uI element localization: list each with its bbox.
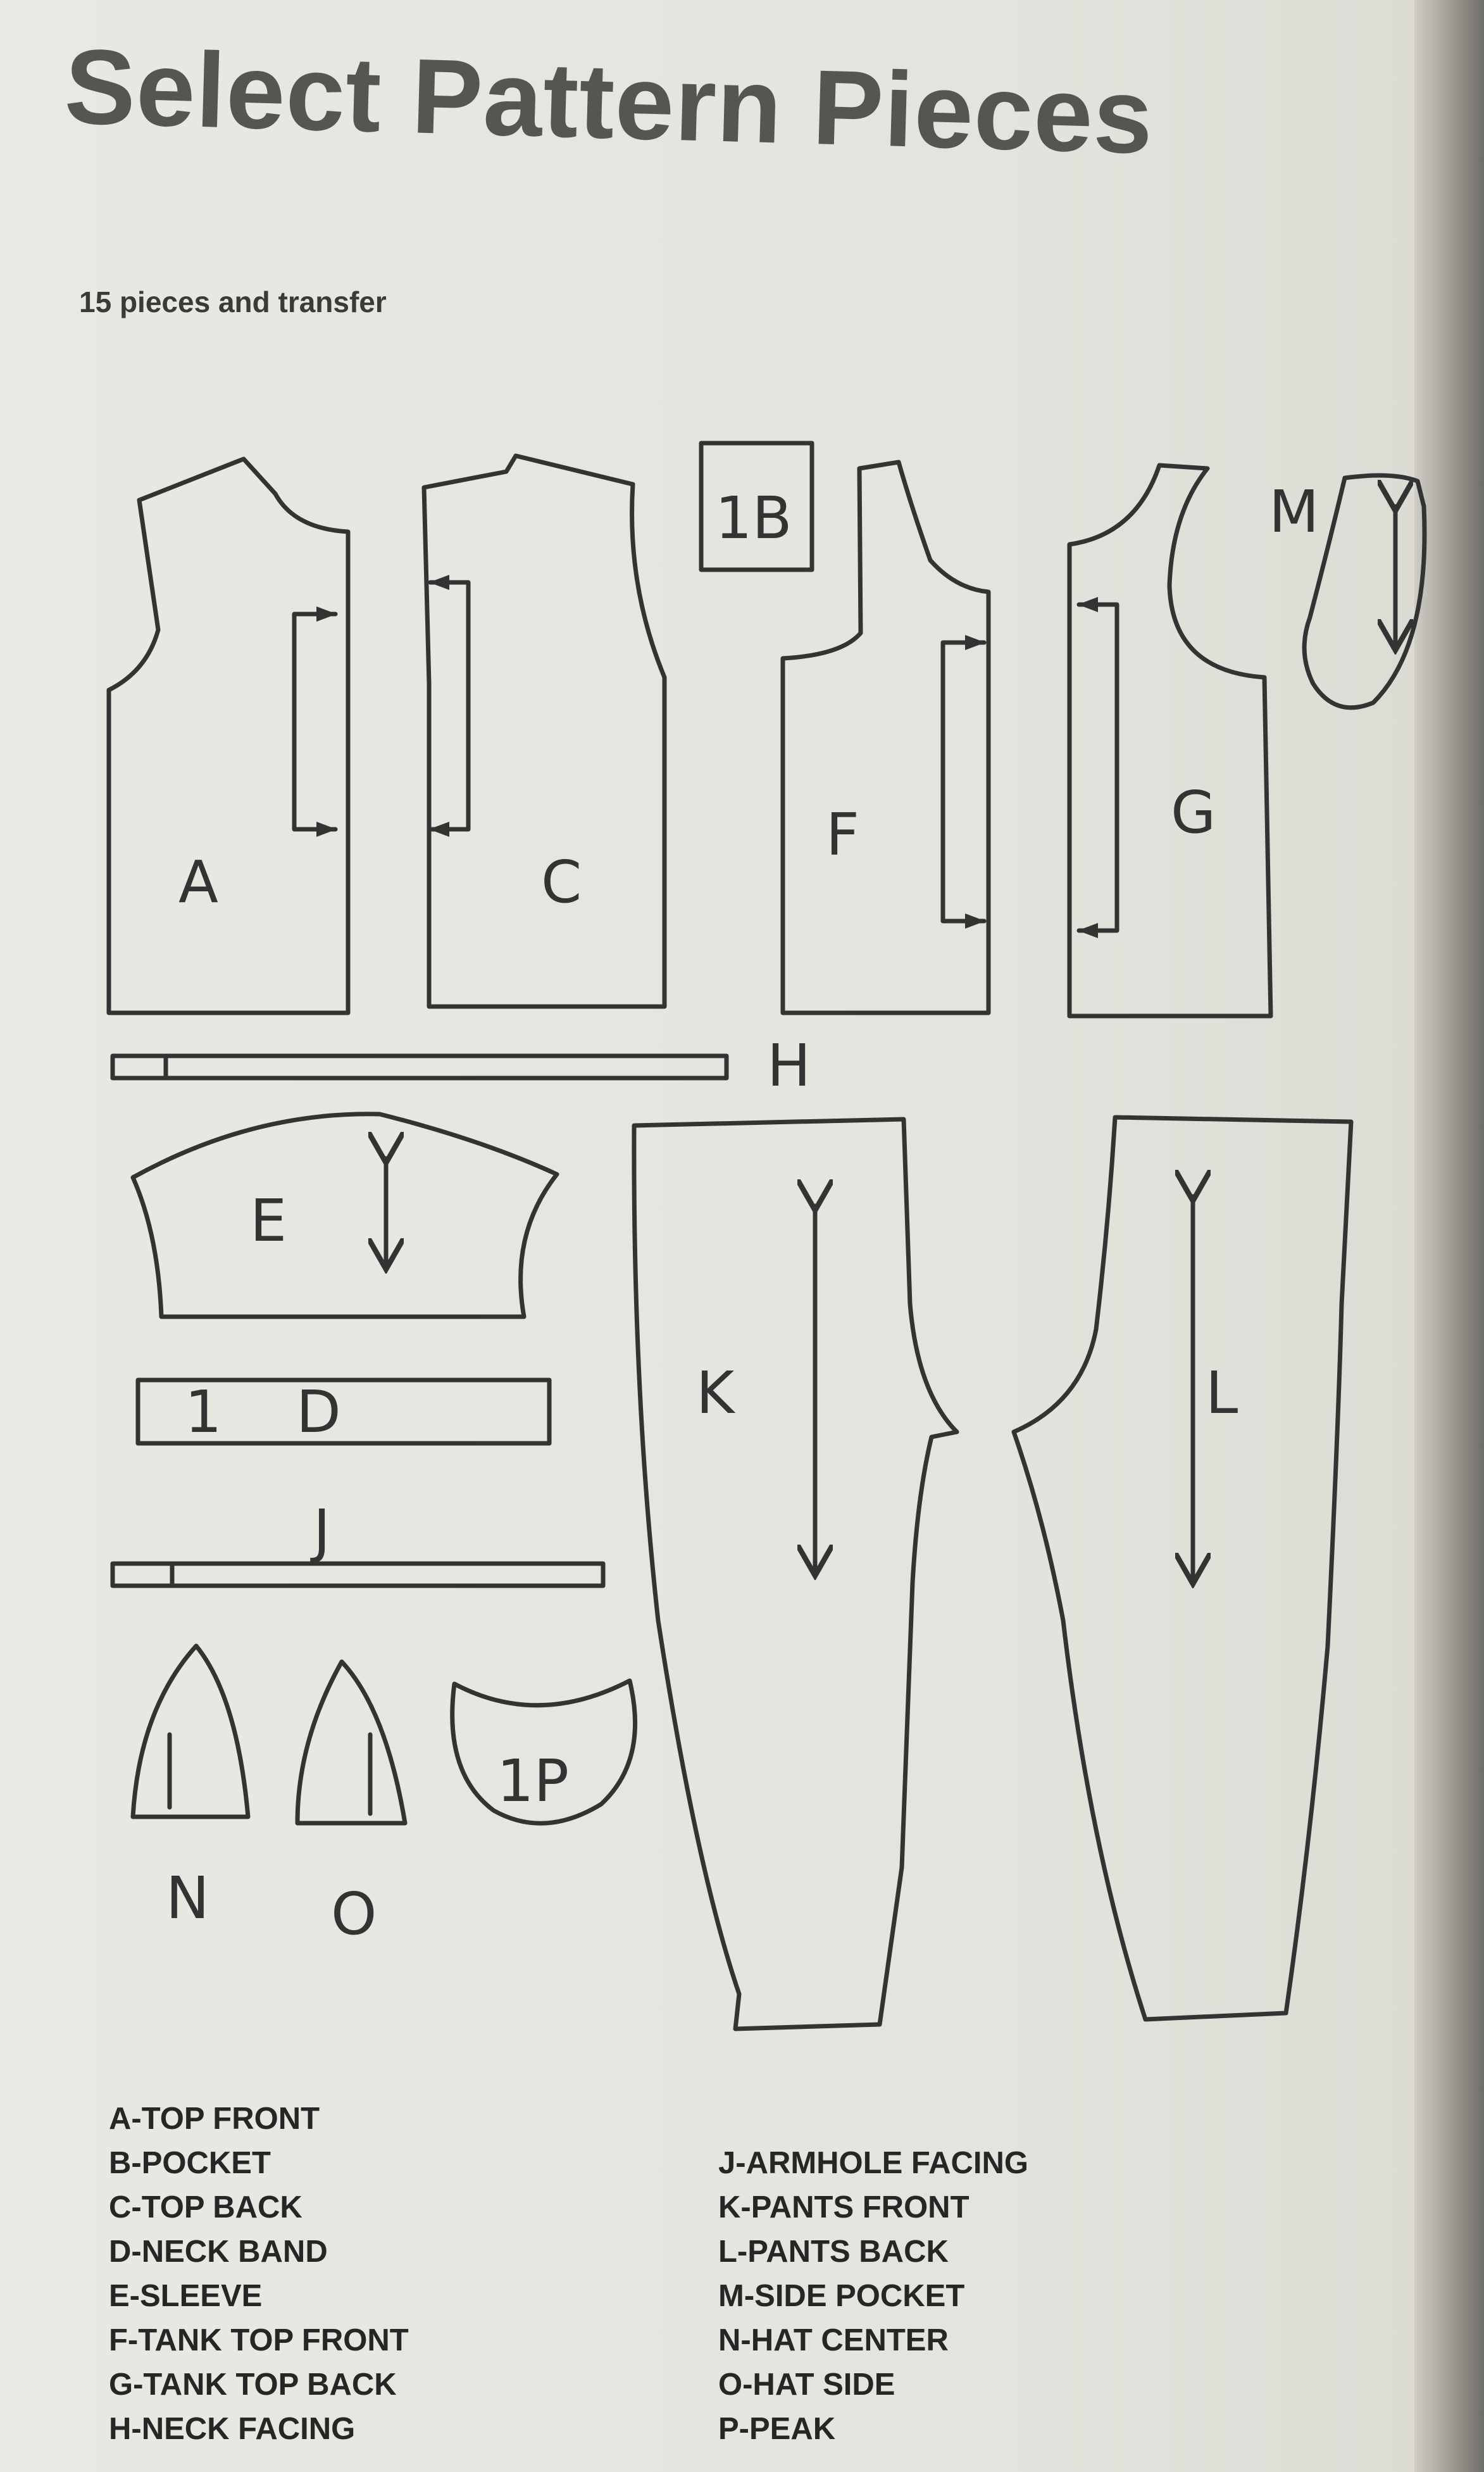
piece-n-hat-center: N (130, 1643, 251, 1932)
legend-item: O-HAT SIDE (718, 2368, 895, 2402)
legend-item: M-SIDE POCKET (718, 2279, 965, 2313)
piece-e-sleeve: E (130, 1112, 559, 1319)
piece-label-b: 1B (715, 484, 792, 552)
piece-label-j: J (310, 1497, 330, 1565)
legend-item: D-NECK BAND (109, 2235, 328, 2269)
piece-p-peak: 1P (450, 1678, 638, 1826)
piece-label-a: A (178, 848, 218, 916)
piece-label-o: O (331, 1880, 377, 1948)
legend-item: C-TOP BACK (109, 2190, 302, 2224)
piece-label-m: M (1269, 478, 1319, 546)
legend-item: P-PEAK (718, 2412, 836, 2446)
piece-label-h: H (767, 1032, 811, 1100)
piece-label-e: E (250, 1187, 287, 1255)
legend-item: J-ARMHOLE FACING (718, 2146, 1028, 2180)
legend-item: G-TANK TOP BACK (109, 2368, 397, 2402)
piece-label-g: G (1171, 779, 1216, 846)
legend-item: K-PANTS FRONT (718, 2190, 970, 2224)
legend-left-column: A-TOP FRONT B-POCKET C-TOP BACK D-NECK B… (109, 2097, 409, 2451)
piece-d-neck-band: 1 D (135, 1377, 552, 1446)
piece-j-armhole-facing: J (110, 1497, 606, 1588)
piece-c-top-back: C (421, 453, 667, 1009)
piece-a-top-front: A (106, 456, 351, 1015)
piece-label-p: 1P (497, 1747, 569, 1815)
piece-o-hat-side: O (295, 1659, 408, 1948)
legend-item: B-POCKET (109, 2146, 271, 2180)
legend-item: E-SLEEVE (109, 2279, 263, 2313)
piece-g-tank-top-back: G (1067, 463, 1273, 1019)
piece-label-l: L (1206, 1359, 1238, 1427)
legend-item: F-TANK TOP FRONT (109, 2323, 409, 2357)
piece-m-side-pocket: M (1269, 473, 1427, 710)
piece-label-f: F (826, 801, 859, 869)
piece-label-n: N (166, 1864, 209, 1932)
piece-label-c: C (541, 848, 582, 916)
legend-item: A-TOP FRONT (109, 2102, 320, 2136)
piece-b-pocket: 1B (699, 441, 814, 572)
piece-count-subtitle: 15 pieces and transfer (79, 285, 387, 318)
piece-mark-d: 1 (185, 1378, 222, 1446)
piece-k-pants-front: K (632, 1117, 959, 2031)
piece-f-tank-top-front: F (780, 460, 991, 1015)
legend-item: N-HAT CENTER (718, 2323, 949, 2357)
piece-label-d: D (296, 1378, 341, 1446)
piece-h-neck-facing: H (110, 1032, 811, 1100)
legend-item: H-NECK FACING (109, 2412, 356, 2446)
legend-item: L-PANTS BACK (718, 2235, 949, 2269)
legend-right-column: J-ARMHOLE FACING K-PANTS FRONT L-PANTS B… (718, 2141, 1028, 2451)
piece-label-k: K (696, 1359, 736, 1427)
piece-l-pants-back: L (1011, 1115, 1354, 2022)
page-edge-shadow (1414, 0, 1484, 2472)
